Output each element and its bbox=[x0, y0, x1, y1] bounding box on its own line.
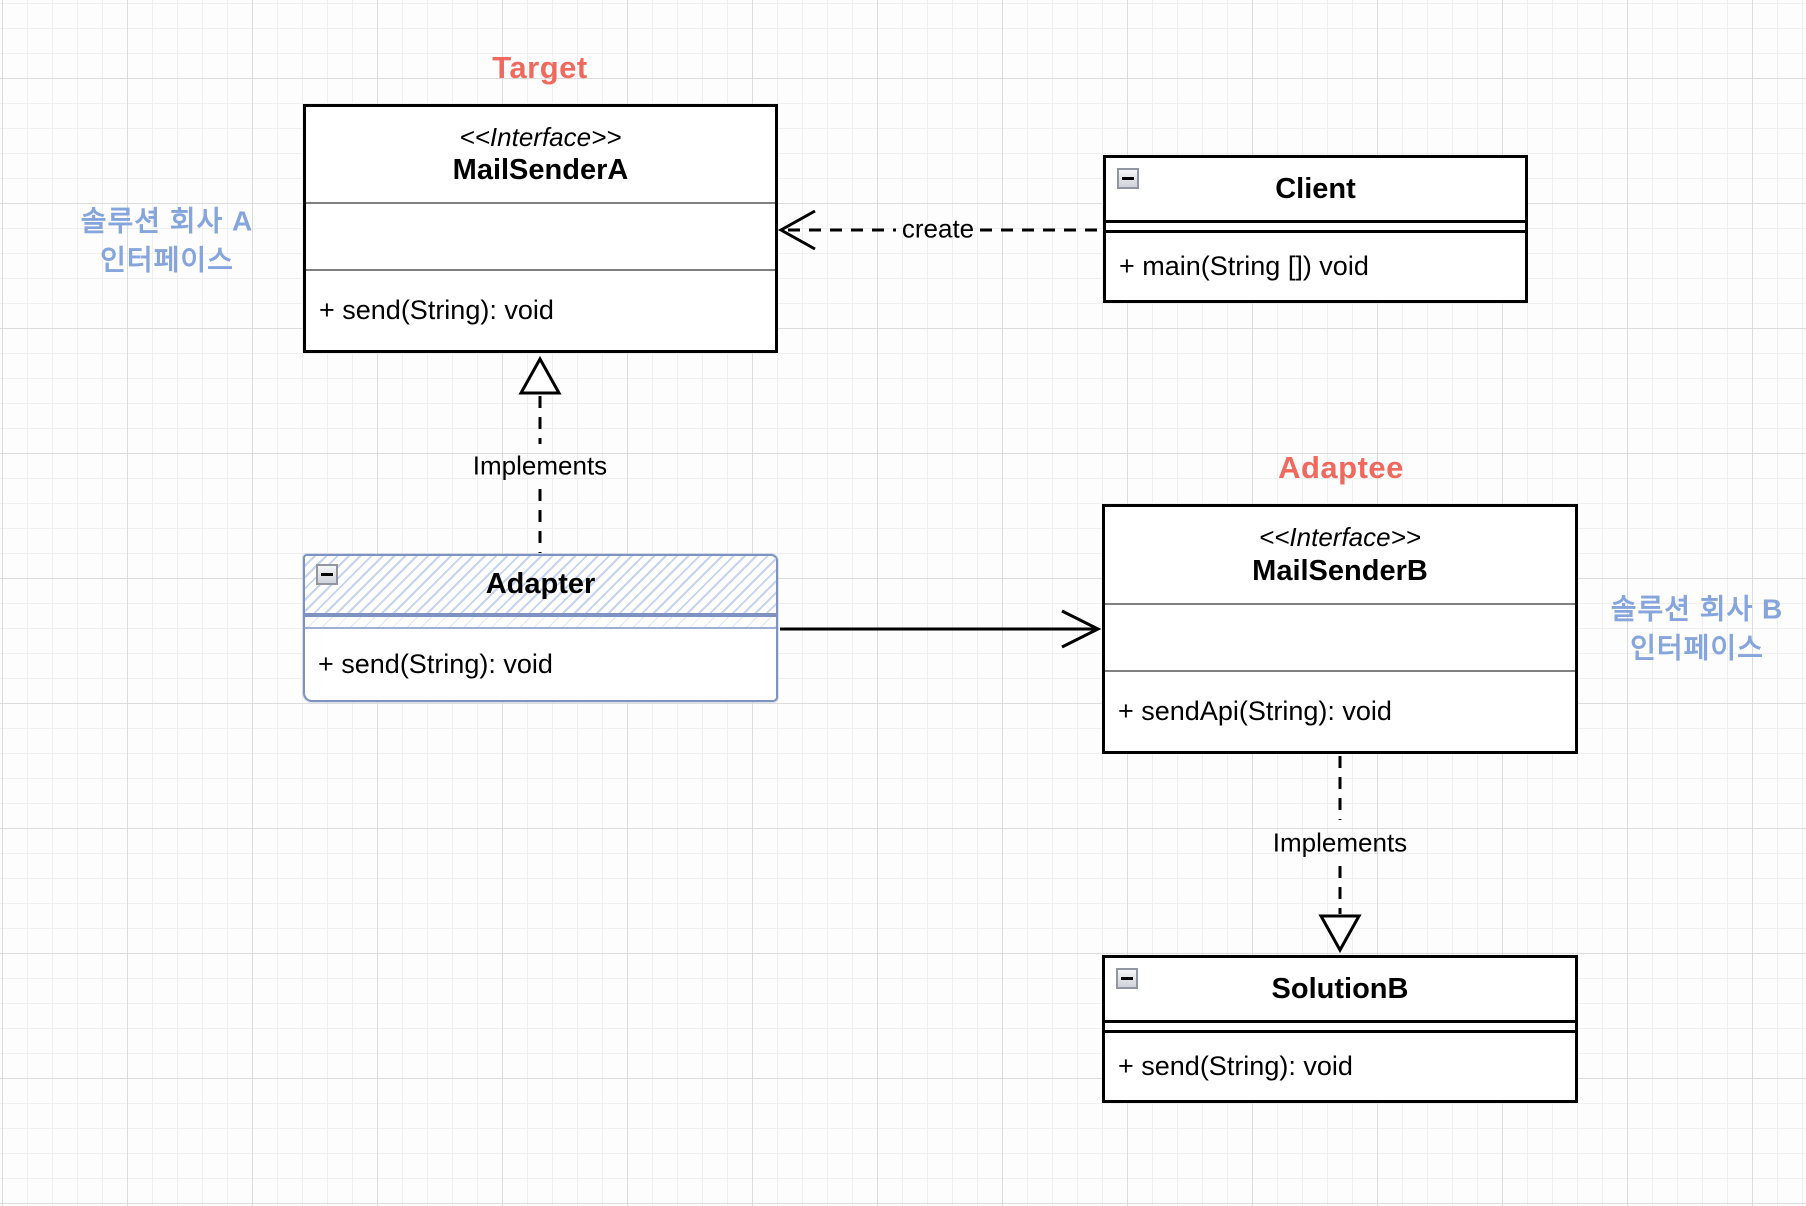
mailsenderb-header: <<Interface>> MailSenderB bbox=[1105, 507, 1575, 603]
open-arrowhead-left-icon bbox=[777, 209, 816, 251]
mailsenderb-stereotype: <<Interface>> bbox=[1259, 522, 1421, 553]
method-text: + sendApi(String): void bbox=[1118, 696, 1392, 726]
client-fields-section bbox=[1106, 220, 1525, 233]
collapse-icon[interactable] bbox=[1116, 968, 1138, 989]
solutionb-name: SolutionB bbox=[1271, 972, 1409, 1005]
create-edge-label[interactable]: create bbox=[901, 213, 975, 244]
implements-a-label[interactable]: Implements bbox=[472, 450, 608, 481]
solutionb-method-row[interactable]: + send(String): void bbox=[1105, 1033, 1575, 1100]
mailsendera-header: <<Interface>> MailSenderA bbox=[306, 107, 775, 202]
mailsendera-method-row[interactable]: + send(String): void bbox=[306, 269, 775, 350]
mailsenderb-method-row[interactable]: + sendApi(String): void bbox=[1105, 670, 1575, 751]
class-box-adapter[interactable]: Adapter + send(String): void bbox=[303, 554, 778, 702]
target-label[interactable]: Target bbox=[492, 50, 588, 85]
mailsenderb-name: MailSenderB bbox=[1252, 554, 1428, 587]
solutionb-fields-section bbox=[1105, 1020, 1575, 1033]
hollow-triangle-up-icon bbox=[518, 355, 562, 395]
mailsenderb-fields-section bbox=[1105, 603, 1575, 670]
adapter-method-row[interactable]: + send(String): void bbox=[305, 629, 776, 700]
annotation-line: 인터페이스 bbox=[100, 244, 234, 275]
class-box-mailsendera[interactable]: <<Interface>> MailSenderA + send(String)… bbox=[303, 104, 778, 353]
annotation-line: 솔루션 회사 B bbox=[1610, 593, 1784, 625]
adapter-fields-section bbox=[305, 617, 776, 629]
annotation-solution-a[interactable]: 솔루션 회사 A 인터페이스 bbox=[81, 202, 254, 279]
annotation-line: 솔루션 회사 A bbox=[80, 205, 254, 237]
collapse-icon[interactable] bbox=[316, 564, 338, 585]
class-box-mailsenderb[interactable]: <<Interface>> MailSenderB + sendApi(Stri… bbox=[1102, 504, 1578, 754]
adapter-name: Adapter bbox=[485, 568, 596, 601]
client-method-row[interactable]: + main(String []) void bbox=[1106, 233, 1525, 300]
adapter-to-mailsenderb-edge[interactable] bbox=[780, 609, 1102, 649]
method-text: + main(String []) void bbox=[1119, 251, 1369, 281]
class-box-client[interactable]: Client + main(String []) void bbox=[1103, 155, 1528, 303]
hollow-triangle-down-icon bbox=[1318, 914, 1362, 954]
collapse-icon[interactable] bbox=[1117, 168, 1139, 189]
open-arrowhead-right-icon bbox=[1061, 609, 1102, 649]
method-text: + send(String): void bbox=[1118, 1051, 1353, 1081]
mailsendera-stereotype: <<Interface>> bbox=[459, 121, 622, 152]
client-header: Client bbox=[1106, 158, 1525, 220]
adapter-header: Adapter bbox=[305, 556, 776, 617]
method-text: + send(String): void bbox=[318, 649, 553, 679]
method-text: + send(String): void bbox=[319, 295, 554, 325]
class-box-solutionb[interactable]: SolutionB + send(String): void bbox=[1102, 955, 1578, 1103]
solutionb-header: SolutionB bbox=[1105, 958, 1575, 1020]
mailsendera-name: MailSenderA bbox=[452, 154, 629, 187]
mailsendera-fields-section bbox=[306, 202, 775, 269]
adaptee-label[interactable]: Adaptee bbox=[1278, 450, 1404, 485]
client-name: Client bbox=[1275, 172, 1356, 205]
implements-b-label[interactable]: Implements bbox=[1272, 827, 1408, 858]
annotation-line: 인터페이스 bbox=[1630, 632, 1764, 663]
annotation-solution-b[interactable]: 솔루션 회사 B 인터페이스 bbox=[1611, 590, 1784, 667]
